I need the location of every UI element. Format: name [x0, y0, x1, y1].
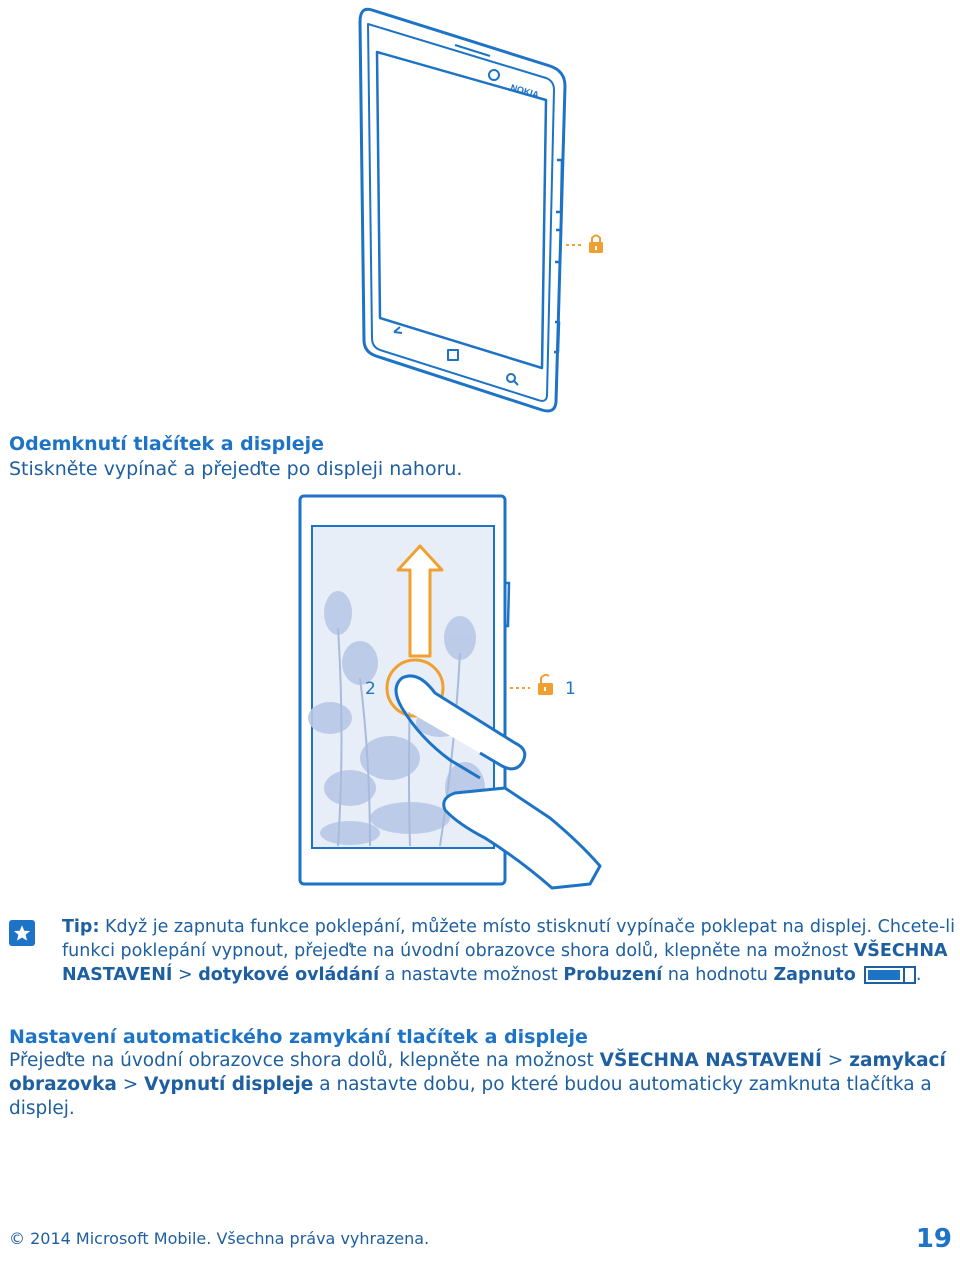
section-text-auto-lock: Přejeďte na úvodní obrazovce shora dolů,… [9, 1049, 949, 1121]
unlock-icon [538, 673, 553, 695]
auto-lock-bold-all-settings: VŠECHNA NASTAVENÍ [599, 1050, 822, 1071]
auto-lock-bold-lock-screen: zamykací obrazovka [9, 1050, 946, 1095]
tip-bold-touch: dotykové ovládání [198, 965, 380, 985]
phone-power-key-illustration: NOKIA [358, 7, 603, 413]
page-number: 19 [915, 1224, 952, 1254]
tip-label: Tip: [62, 917, 100, 937]
tip-paragraph: Tip: Když je zapnuta funkce poklepání, m… [62, 915, 957, 987]
section-title-auto-lock: Nastavení automatického zamykání tlačíte… [9, 1026, 588, 1048]
tip-bold-wake: Probuzení [563, 965, 663, 985]
auto-lock-bold-screen-off: Vypnutí displeje [144, 1074, 314, 1095]
auto-lock-text-4: a nastavte dobu, po které budou automati… [9, 1074, 932, 1119]
tip-text-3: a nastavte možnost [379, 965, 564, 985]
lock-icon [589, 234, 603, 253]
footer-copyright: © 2014 Microsoft Mobile. Všechna práva v… [9, 1229, 430, 1248]
auto-lock-text-3: > [116, 1074, 145, 1095]
step-2-label: 2 [365, 679, 376, 699]
tip-text-4: na hodnotu [662, 965, 774, 985]
tip-text-1: Když je zapnuta funkce poklepání, můžete… [62, 917, 956, 961]
auto-lock-text-2: > [821, 1050, 850, 1071]
auto-lock-text-1: Přejeďte na úvodní obrazovce shora dolů,… [9, 1050, 600, 1071]
star-icon [9, 920, 35, 946]
section-text-unlock: Stiskněte vypínač a přejeďte po displeji… [9, 458, 463, 480]
tip-bold-all-settings: VŠECHNA NASTAVENÍ [62, 941, 948, 985]
tip-bold-on: Zapnuto [773, 965, 856, 985]
tip-text-2: > [172, 965, 199, 985]
toggle-on-icon [863, 966, 916, 984]
tip-text-5: . [915, 965, 922, 985]
step-1-label: 1 [565, 679, 576, 699]
swipe-up-unlock-illustration: 2 1 [298, 494, 602, 890]
section-title-unlock: Odemknutí tlačítek a displeje [9, 433, 325, 455]
